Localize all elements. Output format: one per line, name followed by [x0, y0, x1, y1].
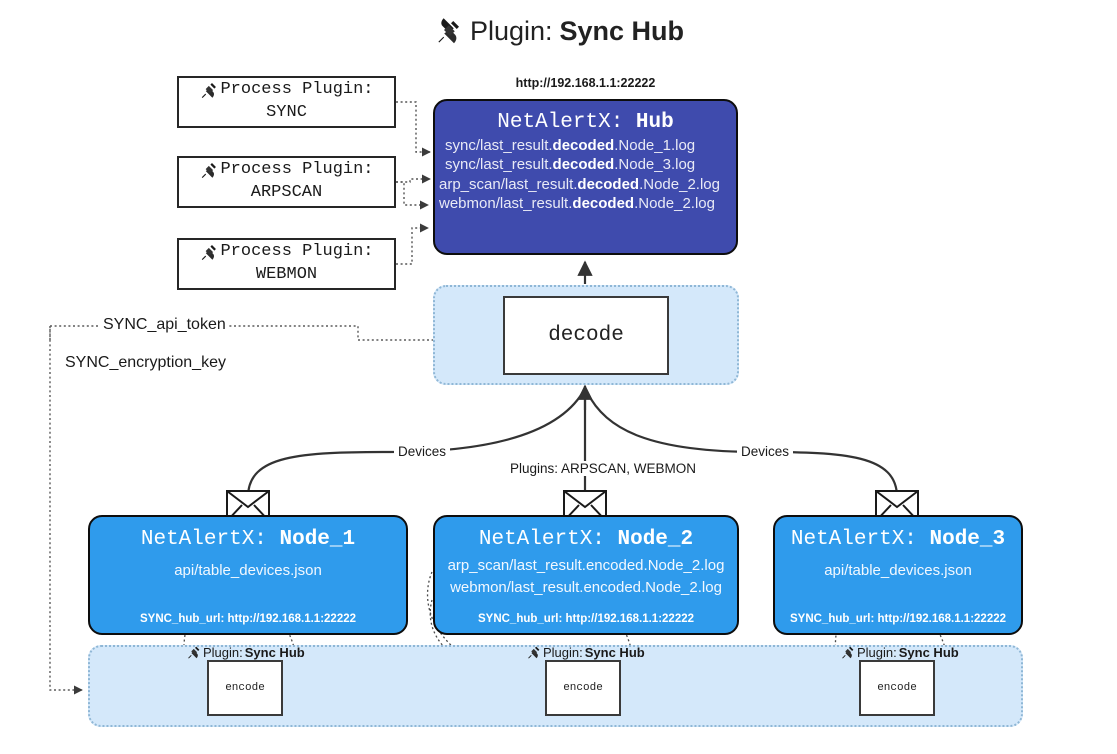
hub-log-2: sync/last_result.decoded.Node_3.log	[445, 156, 696, 173]
encoder-name: Sync Hub	[898, 645, 959, 660]
title-name: Sync Hub	[559, 16, 685, 46]
encoder-name: Sync Hub	[584, 645, 645, 660]
process-plugin-name: WEBMON	[255, 265, 318, 284]
node-3[interactable]: NetAlertX: Node_3 api/table_devices.json…	[773, 515, 1023, 635]
edge-sync-to-hub	[396, 101, 431, 157]
process-plugin-arpscan[interactable]: Process Plugin: ARPSCAN	[177, 156, 396, 208]
page-title: Plugin: Sync Hub	[0, 16, 1117, 47]
edge-arpscan-to-hub	[396, 174, 431, 184]
hub-title-prefix: NetAlertX:	[497, 111, 636, 134]
encoder-label-3: Plugin: Sync Hub	[840, 645, 959, 660]
plug-icon	[186, 645, 201, 660]
decode-box[interactable]: decode	[503, 296, 669, 375]
node-line: webmon/last_result.encoded.Node_2.log	[450, 579, 722, 596]
edge-arpscan2-to-hub	[396, 181, 429, 210]
plug-icon	[199, 81, 218, 100]
edge-label-devices-left: Devices	[394, 444, 451, 459]
node-line: api/table_devices.json	[174, 562, 322, 579]
encoder-label-2: Plugin: Sync Hub	[526, 645, 645, 660]
edge-encryption-key-to-encoders	[49, 326, 83, 695]
title-prefix: Plugin:	[469, 16, 553, 46]
edge-label-devices-right: Devices	[737, 444, 794, 459]
process-plugin-label: Process Plugin:	[220, 242, 374, 262]
node-title: NetAlertX: Node_2	[478, 528, 694, 551]
process-plugin-name: SYNC	[266, 103, 307, 122]
node-hub-url: SYNC_hub_url: http://192.168.1.1:22222	[477, 613, 695, 625]
encoder-prefix: Plugin:	[543, 645, 583, 660]
sync-api-token-label: SYNC_api_token	[100, 316, 229, 334]
encoder-prefix: Plugin:	[203, 645, 243, 660]
hub-log-1: sync/last_result.decoded.Node_1.log	[445, 136, 696, 154]
node-2[interactable]: NetAlertX: Node_2 arp_scan/last_result.e…	[433, 515, 739, 635]
plug-icon	[199, 243, 218, 262]
node-1[interactable]: NetAlertX: Node_1 api/table_devices.json…	[88, 515, 408, 635]
encoder-prefix: Plugin:	[857, 645, 897, 660]
encode-box-3[interactable]: encode	[859, 660, 935, 716]
encoder-label-1: Plugin: Sync Hub	[186, 645, 305, 660]
node-line: arp_scan/last_result.encoded.Node_2.log	[447, 557, 725, 574]
process-plugin-sync[interactable]: Process Plugin: SYNC	[177, 76, 396, 128]
node-hub-url: SYNC_hub_url: http://192.168.1.1:22222	[789, 613, 1007, 625]
hub-url-label: http://192.168.1.1:22222	[515, 76, 656, 90]
plug-icon	[526, 645, 541, 660]
process-plugin-webmon[interactable]: Process Plugin: WEBMON	[177, 238, 396, 290]
hub-log-3: arp_scan/last_result.decoded.Node_2.log	[439, 175, 720, 193]
hub-title: NetAlertX: Hub	[435, 111, 736, 134]
encode-box-1[interactable]: encode	[207, 660, 283, 716]
plug-icon	[199, 161, 218, 180]
edge-label-plugins-center: Plugins: ARPSCAN, WEBMON	[506, 461, 701, 476]
node-title: NetAlertX: Node_1	[140, 528, 356, 551]
hub-log-4: webmon/last_result.decoded.Node_2.log	[439, 195, 715, 212]
process-plugin-name: ARPSCAN	[250, 183, 323, 202]
plug-icon	[840, 645, 855, 660]
encode-box-2[interactable]: encode	[545, 660, 621, 716]
plug-icon	[433, 17, 463, 47]
encoder-name: Sync Hub	[244, 645, 305, 660]
node-title: NetAlertX: Node_3	[790, 528, 1006, 551]
process-plugin-label: Process Plugin:	[220, 80, 374, 100]
edge-webmon-to-hub	[396, 223, 429, 265]
hub-title-name: Hub	[635, 111, 674, 134]
node-line: api/table_devices.json	[824, 562, 972, 579]
sync-encryption-key-label: SYNC_encryption_key	[62, 354, 229, 372]
node-hub-url: SYNC_hub_url: http://192.168.1.1:22222	[139, 613, 357, 625]
process-plugin-label: Process Plugin:	[220, 160, 374, 180]
hub-node[interactable]: NetAlertX: Hub sync/last_result.decoded.…	[433, 99, 738, 255]
